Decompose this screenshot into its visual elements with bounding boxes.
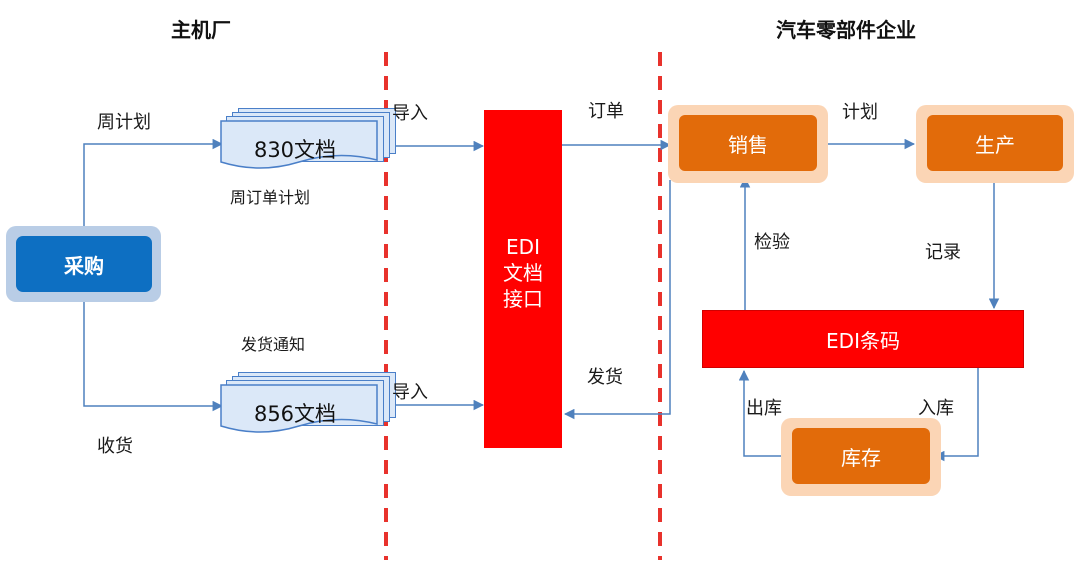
label-receipt: 收货 — [97, 436, 133, 457]
label-order: 订单 — [588, 101, 624, 122]
doc-856-stack[interactable]: 856文档 — [220, 372, 396, 434]
arrow-purchase-to-856 — [83, 302, 224, 412]
edi-interface-line-1: EDI — [506, 235, 540, 259]
doc-page-front: 830文档 — [220, 120, 378, 169]
doc-856-caption: 发货通知 — [241, 335, 306, 354]
edi-barcode-box[interactable]: EDI条码 — [702, 310, 1024, 368]
header-supplier: 汽车零部件企业 — [776, 18, 916, 42]
arrow-purchase-to-830 — [83, 138, 224, 226]
edi-interface-label: EDI 文档 接口 — [484, 234, 562, 312]
label-inspect: 检验 — [754, 232, 790, 253]
purchase-box[interactable]: 采购 — [16, 236, 152, 292]
label-ship: 发货 — [587, 367, 623, 388]
header-oem: 主机厂 — [171, 18, 231, 42]
sales-box[interactable]: 销售 — [679, 115, 817, 171]
arrow-inventory-to-barcode — [738, 369, 784, 457]
doc-856-label: 856文档 — [253, 402, 337, 426]
edi-interface-box[interactable] — [484, 110, 562, 448]
inventory-box[interactable]: 库存 — [792, 428, 930, 484]
arrow-barcode-to-inventory — [933, 368, 979, 462]
edi-interface-line-3: 接口 — [503, 287, 543, 311]
doc-830-label: 830文档 — [253, 138, 337, 162]
label-inbound: 入库 — [918, 398, 954, 419]
doc-830-stack[interactable]: 830文档 — [220, 108, 396, 170]
doc-856-import-label: 导入 — [392, 382, 428, 403]
doc-830-import-label: 导入 — [392, 103, 428, 124]
label-weekly-plan: 周计划 — [97, 112, 151, 133]
label-record: 记录 — [925, 242, 961, 263]
label-plan: 计划 — [842, 102, 878, 123]
production-box[interactable]: 生产 — [927, 115, 1063, 171]
arrow-sales-to-edi — [563, 180, 671, 420]
doc-page-front: 856文档 — [220, 384, 378, 433]
label-outbound: 出库 — [746, 398, 782, 419]
doc-830-caption: 周订单计划 — [230, 188, 311, 207]
edi-interface-line-2: 文档 — [503, 261, 543, 285]
